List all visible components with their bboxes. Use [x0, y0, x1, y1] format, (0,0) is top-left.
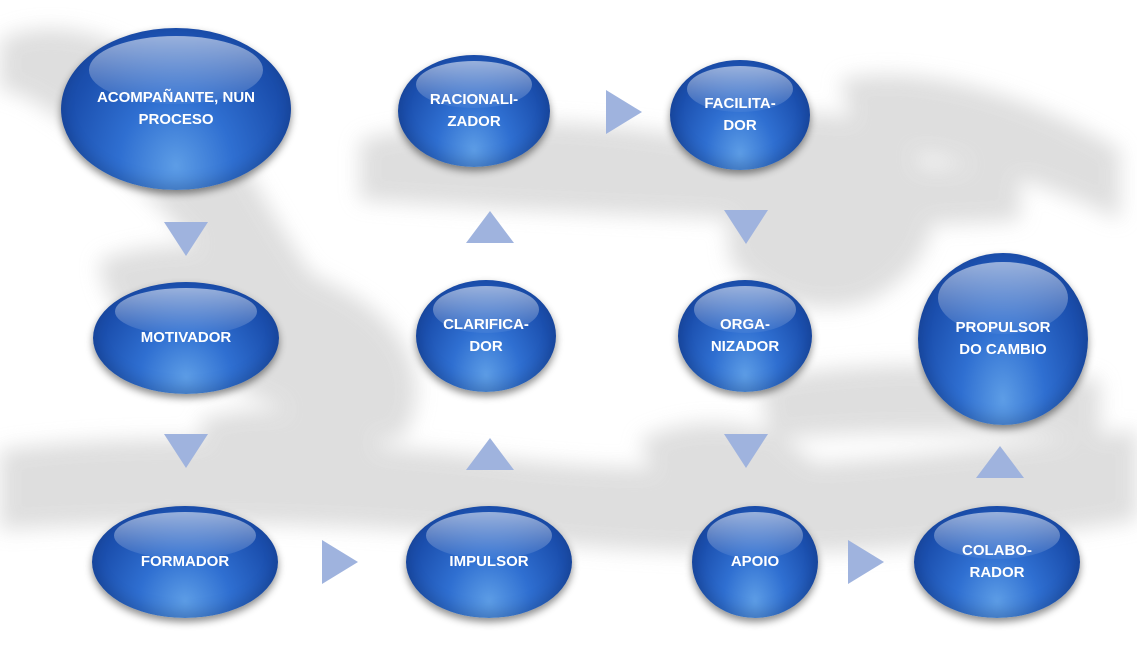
- node-formador-label: FORMADOR: [140, 553, 230, 571]
- arrow-motivador-to-formador: [164, 434, 208, 468]
- arrow-racionalizador-to-facilitador: [606, 90, 642, 134]
- node-facilitador: FACILITA- DOR: [670, 60, 810, 170]
- arrow-apoio-to-colaborador: [848, 540, 884, 584]
- node-impulsor-label: IMPULSOR: [449, 553, 529, 571]
- arrow-acompanante-to-motivador: [164, 222, 208, 256]
- node-clarificador-label: CLARIFICA- DOR: [443, 316, 529, 355]
- node-motivador-label: MOTIVADOR: [140, 329, 232, 347]
- node-acompanante-label: ACOMPAÑANTE, NUN PROCESO: [96, 89, 256, 128]
- node-acompanante: ACOMPAÑANTE, NUN PROCESO: [61, 28, 291, 190]
- node-apoio: APOIO: [692, 506, 818, 618]
- node-organizador-label: ORGA- NIZADOR: [710, 316, 780, 355]
- node-colaborador-label: COLABO- RADOR: [962, 542, 1032, 581]
- node-motivador: MOTIVADOR: [93, 282, 279, 394]
- node-facilitador-label: FACILITA- DOR: [704, 95, 776, 134]
- node-clarificador: CLARIFICA- DOR: [416, 280, 556, 392]
- node-formador: FORMADOR: [92, 506, 278, 618]
- node-propulsor-label: PROPULSOR DO CAMBIO: [955, 319, 1051, 358]
- node-organizador: ORGA- NIZADOR: [678, 280, 812, 392]
- node-propulsor: PROPULSOR DO CAMBIO: [918, 253, 1088, 425]
- node-racionalizador: RACIONALI- ZADOR: [398, 55, 550, 167]
- arrow-formador-to-impulsor: [322, 540, 358, 584]
- arrow-facilitador-to-organizador: [724, 210, 768, 244]
- arrow-impulsor-to-clarificador: [466, 438, 514, 470]
- node-racionalizador-label: RACIONALI- ZADOR: [429, 91, 519, 130]
- arrow-organizador-to-apoio: [724, 434, 768, 468]
- node-impulsor: IMPULSOR: [406, 506, 572, 618]
- arrow-colaborador-to-propulsor: [976, 446, 1024, 478]
- node-colaborador: COLABO- RADOR: [914, 506, 1080, 618]
- node-apoio-label: APOIO: [730, 553, 780, 571]
- arrow-clarificador-to-racionalizador: [466, 211, 514, 243]
